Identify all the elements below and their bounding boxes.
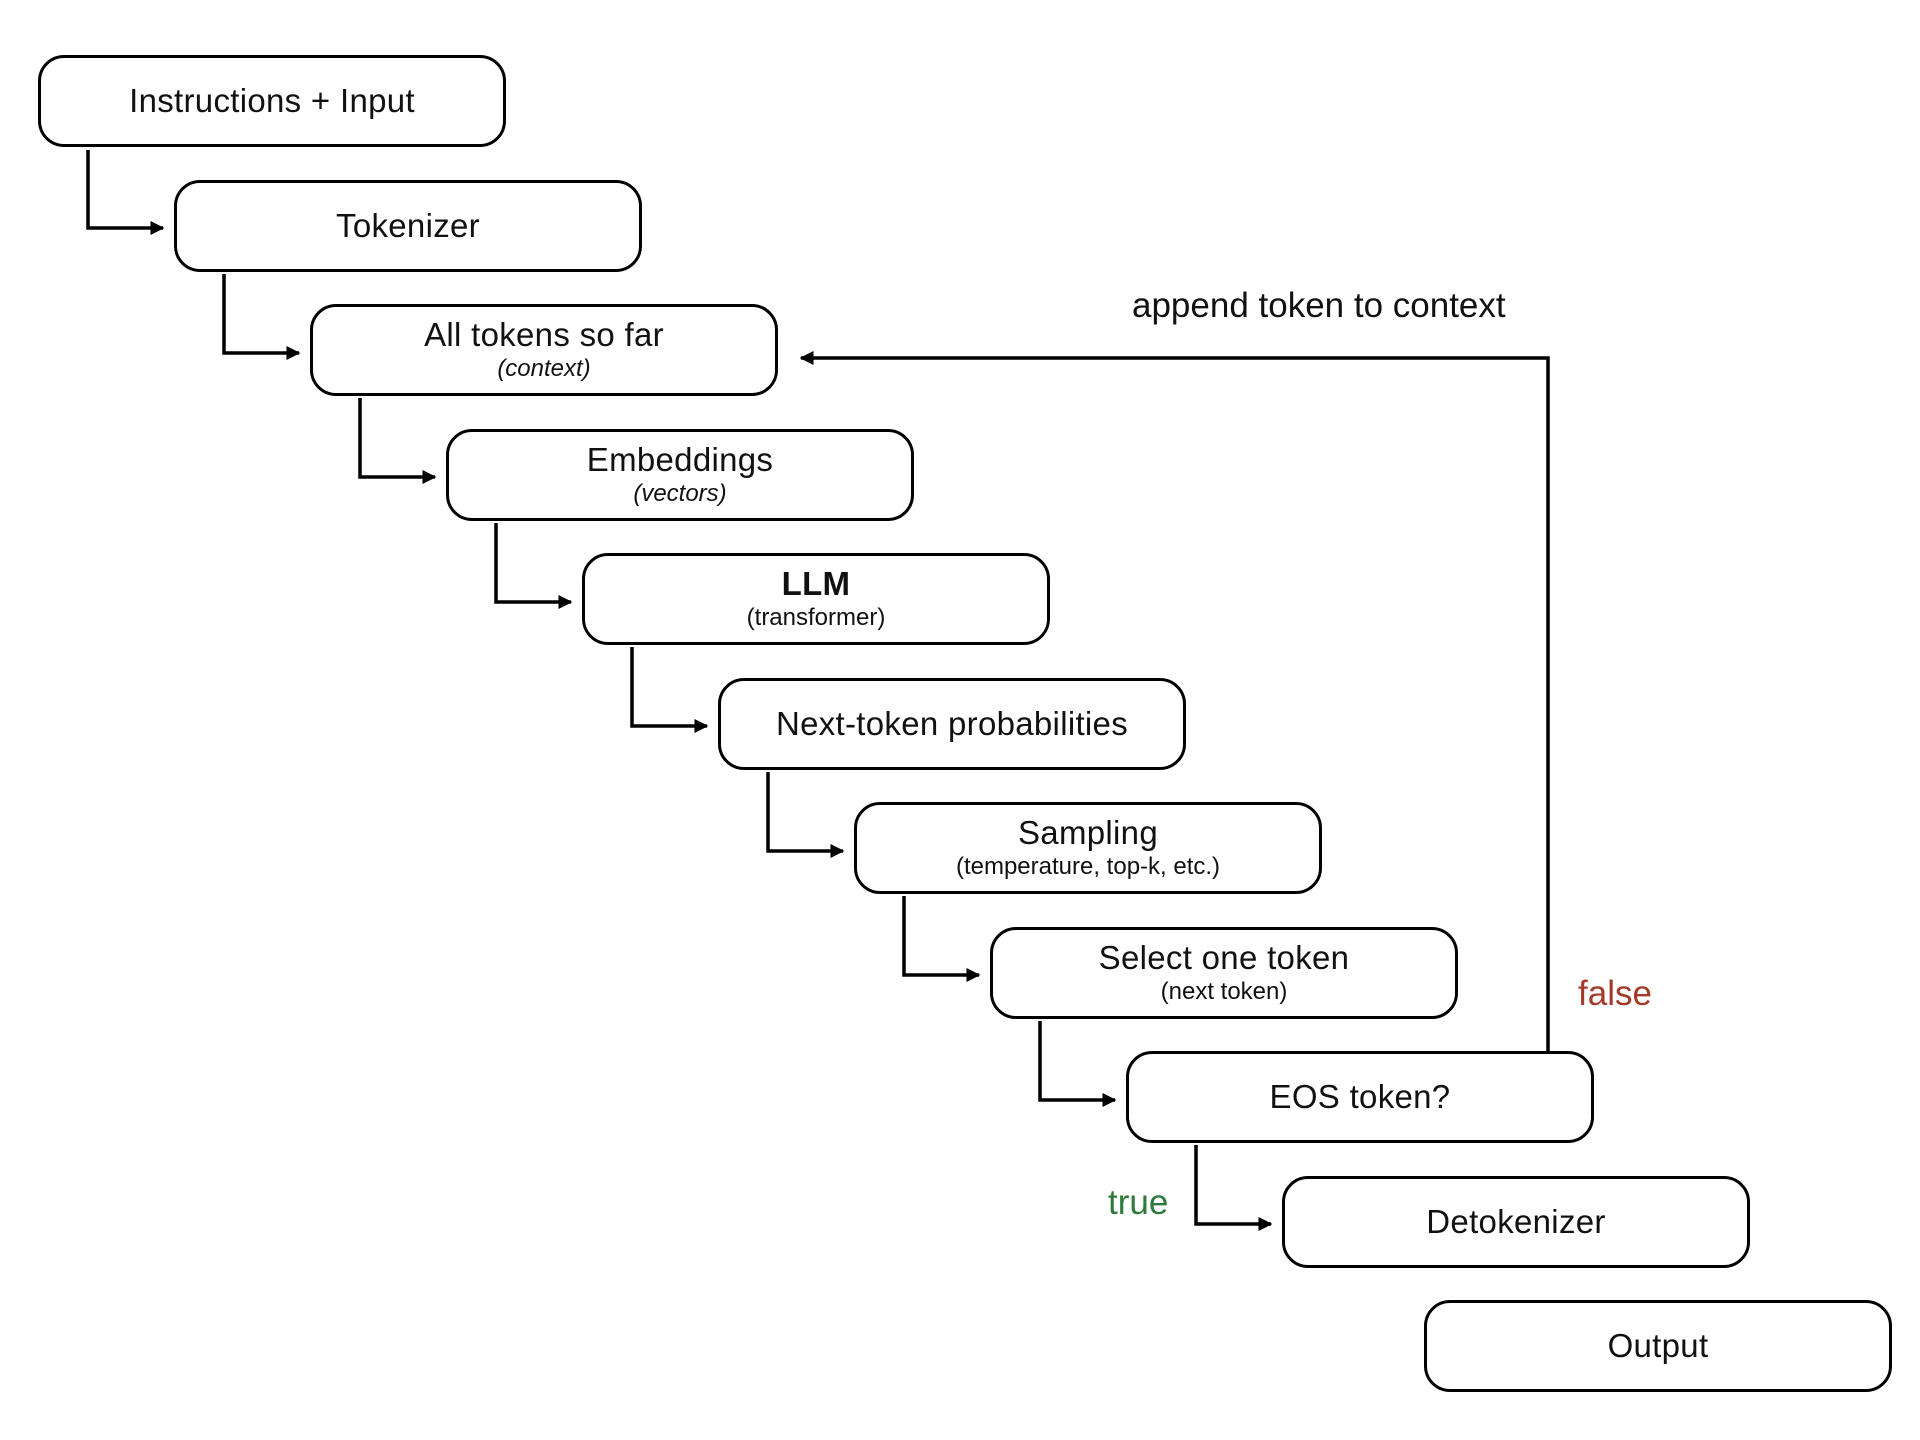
- step-label: Select one token: [1098, 939, 1350, 976]
- step-sublabel: (next token): [1160, 978, 1288, 1005]
- step-next-token-probabilities: Next-token probabilities: [718, 678, 1186, 770]
- arrow-tokenizer-to-context: [222, 274, 301, 360]
- step-sampling: Sampling (temperature, top-k, etc.): [854, 802, 1322, 894]
- step-sublabel: (context): [497, 355, 591, 382]
- step-label: EOS token?: [1269, 1078, 1451, 1115]
- arrow-context-to-embeddings: [358, 398, 437, 484]
- step-sublabel: (temperature, top-k, etc.): [955, 853, 1221, 880]
- step-label: Instructions + Input: [129, 82, 415, 119]
- loop-label: append token to context: [1132, 286, 1506, 325]
- arrow-llm-to-probabilities: [630, 647, 709, 733]
- step-label: Embeddings: [586, 441, 774, 478]
- arrow-select-to-eos: [1038, 1021, 1117, 1107]
- step-label: LLM: [781, 565, 851, 602]
- arrow-loop-back-to-context: [799, 351, 1550, 1051]
- step-label: All tokens so far: [424, 316, 664, 353]
- step-output: Output: [1424, 1300, 1892, 1392]
- step-detokenizer: Detokenizer: [1282, 1176, 1750, 1268]
- arrow-embeddings-to-llm: [494, 523, 573, 609]
- step-sublabel: (vectors): [633, 480, 727, 507]
- step-llm: LLM (transformer): [582, 553, 1050, 645]
- false-branch-label: false: [1578, 974, 1652, 1013]
- step-label: Next-token probabilities: [775, 705, 1129, 742]
- step-label: Sampling: [1018, 814, 1158, 851]
- true-branch-label: true: [1108, 1183, 1169, 1222]
- arrow-input-to-tokenizer: [86, 150, 165, 235]
- arrow-sampling-to-select: [902, 896, 981, 982]
- arrow-probabilities-to-sampling: [766, 772, 845, 858]
- step-eos-check: EOS token?: [1126, 1051, 1594, 1143]
- step-context: All tokens so far (context): [310, 304, 778, 396]
- step-label: Tokenizer: [336, 207, 480, 244]
- step-sublabel: (transformer): [746, 604, 886, 631]
- step-select-one-token: Select one token (next token): [990, 927, 1458, 1019]
- arrow-eos-to-detokenizer: [1194, 1145, 1273, 1231]
- step-label: Output: [1607, 1327, 1709, 1364]
- step-tokenizer: Tokenizer: [174, 180, 642, 272]
- step-embeddings: Embeddings (vectors): [446, 429, 914, 521]
- step-label: Detokenizer: [1426, 1203, 1606, 1240]
- step-instructions-input: Instructions + Input: [38, 55, 506, 147]
